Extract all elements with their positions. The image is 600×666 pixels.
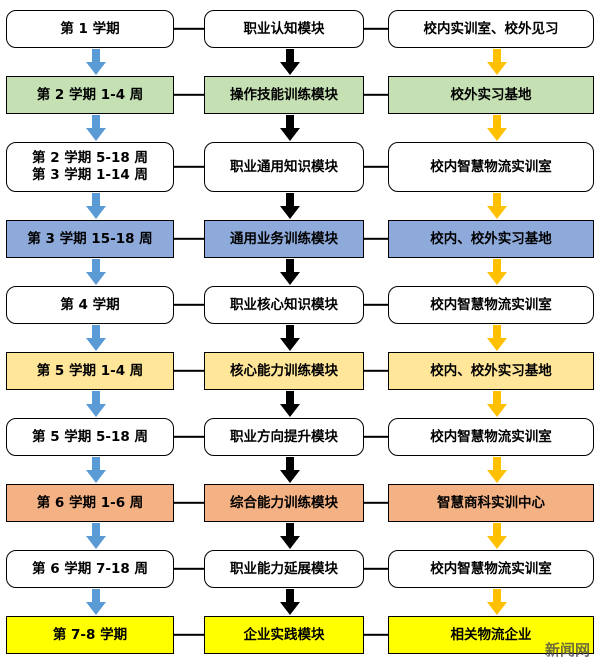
connector-line bbox=[174, 616, 204, 654]
connector-line bbox=[174, 142, 204, 192]
connector-line bbox=[364, 10, 388, 48]
flow-row: 第 5 学期 1-4 周 核心能力训练模块 校内、校外实习基地 bbox=[6, 352, 600, 390]
location-box: 校内智慧物流实训室 bbox=[388, 286, 594, 324]
module-box: 职业核心知识模块 bbox=[204, 286, 364, 324]
connector-line bbox=[174, 76, 204, 114]
location-box: 校外实习基地 bbox=[388, 76, 594, 114]
arrow-row bbox=[6, 258, 600, 286]
location-box: 校内智慧物流实训室 bbox=[388, 418, 594, 456]
arrow-row bbox=[6, 522, 600, 550]
connector-line bbox=[174, 418, 204, 456]
semester-box: 第 3 学期 15-18 周 bbox=[6, 220, 174, 258]
flow-row: 第 6 学期 1-6 周 综合能力训练模块 智慧商科实训中心 bbox=[6, 484, 600, 522]
module-box: 职业认知模块 bbox=[204, 10, 364, 48]
connector-line bbox=[174, 286, 204, 324]
down-arrow-icon bbox=[86, 259, 106, 285]
connector-line bbox=[174, 352, 204, 390]
module-box: 综合能力训练模块 bbox=[204, 484, 364, 522]
down-arrow-icon bbox=[487, 49, 507, 75]
flow-row: 第 5 学期 5-18 周 职业方向提升模块 校内智慧物流实训室 bbox=[6, 418, 600, 456]
down-arrow-icon bbox=[86, 49, 106, 75]
connector-line bbox=[364, 220, 388, 258]
down-arrow-icon bbox=[280, 325, 300, 351]
semester-box: 第 4 学期 bbox=[6, 286, 174, 324]
down-arrow-icon bbox=[280, 193, 300, 219]
down-arrow-icon bbox=[280, 115, 300, 141]
connector-line bbox=[364, 142, 388, 192]
down-arrow-icon bbox=[487, 391, 507, 417]
connector-line bbox=[174, 220, 204, 258]
location-box: 智慧商科实训中心 bbox=[388, 484, 594, 522]
location-box: 校内智慧物流实训室 bbox=[388, 142, 594, 192]
down-arrow-icon bbox=[86, 589, 106, 615]
semester-box: 第 6 学期 1-6 周 bbox=[6, 484, 174, 522]
down-arrow-icon bbox=[86, 391, 106, 417]
module-box: 核心能力训练模块 bbox=[204, 352, 364, 390]
location-box: 校内、校外实习基地 bbox=[388, 352, 594, 390]
down-arrow-icon bbox=[86, 193, 106, 219]
arrow-row bbox=[6, 390, 600, 418]
connector-line bbox=[174, 550, 204, 588]
connector-line bbox=[364, 484, 388, 522]
connector-line bbox=[174, 484, 204, 522]
semester-box: 第 1 学期 bbox=[6, 10, 174, 48]
semester-box: 第 5 学期 5-18 周 bbox=[6, 418, 174, 456]
connector-line bbox=[364, 286, 388, 324]
down-arrow-icon bbox=[86, 523, 106, 549]
down-arrow-icon bbox=[487, 193, 507, 219]
connector-line bbox=[364, 418, 388, 456]
down-arrow-icon bbox=[487, 325, 507, 351]
flow-row: 第 4 学期 职业核心知识模块 校内智慧物流实训室 bbox=[6, 286, 600, 324]
module-box: 通用业务训练模块 bbox=[204, 220, 364, 258]
flow-row: 第 6 学期 7-18 周 职业能力延展模块 校内智慧物流实训室 bbox=[6, 550, 600, 588]
location-box: 校内实训室、校外见习 bbox=[388, 10, 594, 48]
down-arrow-icon bbox=[487, 523, 507, 549]
arrow-row bbox=[6, 588, 600, 616]
down-arrow-icon bbox=[86, 115, 106, 141]
down-arrow-icon bbox=[280, 391, 300, 417]
semester-box: 第 5 学期 1-4 周 bbox=[6, 352, 174, 390]
connector-line bbox=[364, 352, 388, 390]
down-arrow-icon bbox=[487, 115, 507, 141]
module-box: 操作技能训练模块 bbox=[204, 76, 364, 114]
down-arrow-icon bbox=[280, 523, 300, 549]
flow-row: 第 3 学期 15-18 周 通用业务训练模块 校内、校外实习基地 bbox=[6, 220, 600, 258]
arrow-row bbox=[6, 114, 600, 142]
location-box: 校内智慧物流实训室 bbox=[388, 550, 594, 588]
flow-row: 第 2 学期 5-18 周 第 3 学期 1-14 周 职业通用知识模块 校内智… bbox=[6, 142, 600, 192]
flow-row: 第 7-8 学期 企业实践模块 相关物流企业 bbox=[6, 616, 600, 654]
arrow-row bbox=[6, 48, 600, 76]
connector-line bbox=[364, 616, 388, 654]
location-box: 校内、校外实习基地 bbox=[388, 220, 594, 258]
down-arrow-icon bbox=[280, 589, 300, 615]
module-box: 职业方向提升模块 bbox=[204, 418, 364, 456]
semester-box: 第 2 学期 5-18 周 第 3 学期 1-14 周 bbox=[6, 142, 174, 192]
connector-line bbox=[364, 76, 388, 114]
down-arrow-icon bbox=[280, 259, 300, 285]
module-box: 职业能力延展模块 bbox=[204, 550, 364, 588]
down-arrow-icon bbox=[487, 259, 507, 285]
down-arrow-icon bbox=[280, 457, 300, 483]
flow-row: 第 1 学期 职业认知模块 校内实训室、校外见习 bbox=[6, 10, 600, 48]
module-box: 职业通用知识模块 bbox=[204, 142, 364, 192]
connector-line bbox=[364, 550, 388, 588]
down-arrow-icon bbox=[280, 49, 300, 75]
down-arrow-icon bbox=[86, 325, 106, 351]
down-arrow-icon bbox=[487, 457, 507, 483]
flow-row: 第 2 学期 1-4 周 操作技能训练模块 校外实习基地 bbox=[6, 76, 600, 114]
semester-box: 第 6 学期 7-18 周 bbox=[6, 550, 174, 588]
location-box: 相关物流企业 bbox=[388, 616, 594, 654]
arrow-row bbox=[6, 192, 600, 220]
arrow-row bbox=[6, 324, 600, 352]
connector-line bbox=[174, 10, 204, 48]
semester-box: 第 7-8 学期 bbox=[6, 616, 174, 654]
arrow-row bbox=[6, 456, 600, 484]
down-arrow-icon bbox=[86, 457, 106, 483]
down-arrow-icon bbox=[487, 589, 507, 615]
module-box: 企业实践模块 bbox=[204, 616, 364, 654]
semester-box: 第 2 学期 1-4 周 bbox=[6, 76, 174, 114]
